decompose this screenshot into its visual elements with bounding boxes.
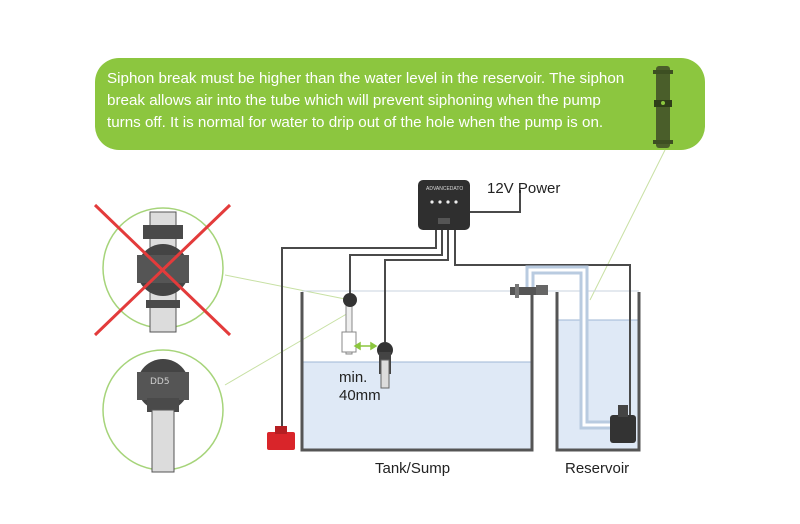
- min-distance-line2: 40mm: [339, 387, 381, 404]
- min-distance-line1: min.: [339, 369, 368, 386]
- leak-sensor-icon: [267, 426, 295, 450]
- controller-logo: ADVANCEDATO: [426, 186, 463, 192]
- leader-line-right: [224, 311, 351, 386]
- return-tube: [510, 265, 612, 430]
- min-distance-arrow: [353, 341, 378, 351]
- tank-sump: [300, 292, 534, 452]
- power-label: 12V Power: [487, 180, 561, 197]
- siphon-break-tube-icon: [653, 66, 673, 148]
- controller-cables: [281, 190, 631, 430]
- siphon-break-callout: Siphon break must be higher than the wat…: [95, 58, 705, 150]
- siphon-sensor: [341, 293, 357, 355]
- leader-line-siphon: [589, 149, 666, 301]
- float-sensor: [377, 342, 393, 389]
- correct-mount-icon: DD5: [102, 349, 224, 473]
- callout-text: Siphon break must be higher than the wat…: [107, 70, 625, 131]
- min-distance-label: min. 40mm: [339, 369, 381, 405]
- tank-label: Tank/Sump: [375, 460, 451, 477]
- incorrect-mount-icon: [93, 203, 232, 337]
- pump-icon: [610, 405, 636, 443]
- reservoir-label: Reservoir: [565, 460, 630, 477]
- leader-line-wrong: [224, 274, 351, 301]
- ato-controller: ADVANCEDATO: [418, 180, 470, 230]
- svg-text:DD5: DD5: [150, 377, 170, 387]
